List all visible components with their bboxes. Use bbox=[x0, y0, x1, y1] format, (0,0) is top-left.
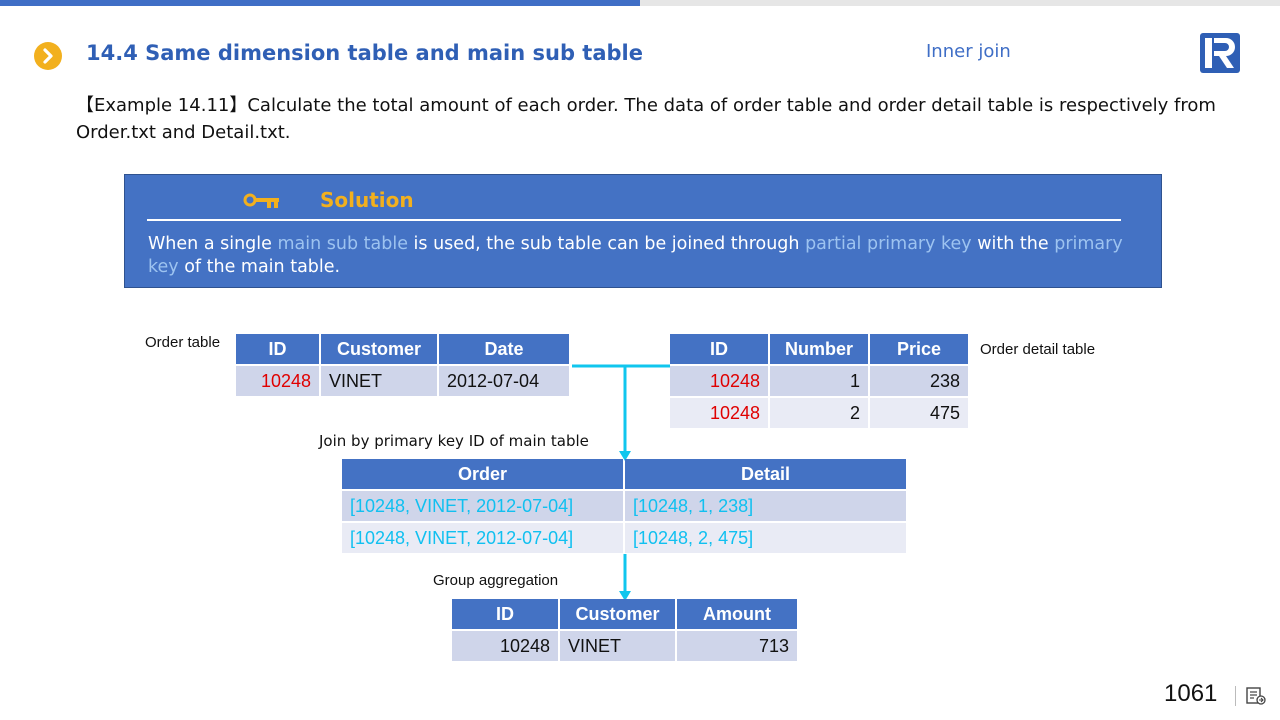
cell-amount: 713 bbox=[677, 631, 797, 661]
result-table-label: Group aggregation bbox=[433, 572, 559, 589]
cell-id: 10248 bbox=[670, 366, 768, 396]
cell-detail: [10248, 2, 475] bbox=[625, 523, 906, 553]
solution-divider bbox=[147, 219, 1121, 221]
cell-price: 475 bbox=[870, 398, 968, 428]
key-icon bbox=[243, 193, 279, 208]
example-description: 【Example 14.11】Calculate the total amoun… bbox=[76, 95, 1216, 143]
cell-detail: [10248, 1, 238] bbox=[625, 491, 906, 521]
cell-id: 10248 bbox=[670, 398, 768, 428]
solution-title: Solution bbox=[320, 188, 414, 212]
table-row: [10248, VINET, 2012-07-04] [10248, 2, 47… bbox=[342, 523, 906, 553]
header-customer: Customer bbox=[560, 599, 675, 629]
page-number: 1061 bbox=[1164, 680, 1218, 707]
header-order: Order bbox=[342, 459, 623, 489]
detail-table: ID Number Price 10248 1 238 10248 2 475 bbox=[668, 332, 970, 430]
header-id: ID bbox=[452, 599, 558, 629]
table-row: 10248 VINET 713 bbox=[452, 631, 797, 661]
order-table-label: Order table bbox=[145, 334, 221, 351]
cell-order: [10248, VINET, 2012-07-04] bbox=[342, 491, 623, 521]
header-date: Date bbox=[439, 334, 569, 364]
cell-price: 238 bbox=[870, 366, 968, 396]
header-id: ID bbox=[670, 334, 768, 364]
table-row: [10248, VINET, 2012-07-04] [10248, 1, 23… bbox=[342, 491, 906, 521]
table-row: 10248 VINET 2012-07-04 bbox=[236, 366, 569, 396]
cell-id: 10248 bbox=[236, 366, 319, 396]
header-number: Number bbox=[770, 334, 868, 364]
cell-date: 2012-07-04 bbox=[439, 366, 569, 396]
table-row: 10248 2 475 bbox=[670, 398, 968, 428]
top-progress-track bbox=[640, 0, 1280, 6]
cell-customer: VINET bbox=[321, 366, 437, 396]
footer-divider bbox=[1235, 686, 1236, 706]
header-id: ID bbox=[236, 334, 319, 364]
header-detail: Detail bbox=[625, 459, 906, 489]
join-table: Order Detail [10248, VINET, 2012-07-04] … bbox=[340, 457, 908, 555]
cell-number: 1 bbox=[770, 366, 868, 396]
header-amount: Amount bbox=[677, 599, 797, 629]
cell-order: [10248, VINET, 2012-07-04] bbox=[342, 523, 623, 553]
table-row: 10248 1 238 bbox=[670, 366, 968, 396]
solution-text: When a single main sub table is used, th… bbox=[148, 234, 1123, 277]
section-subtitle: Inner join bbox=[926, 41, 1011, 62]
result-table: ID Customer Amount 10248 VINET 713 bbox=[450, 597, 799, 663]
join-table-label: Join by primary key ID of main table bbox=[319, 432, 589, 450]
notes-icon[interactable] bbox=[1245, 686, 1267, 706]
solution-box: Solution When a single main sub table is… bbox=[124, 174, 1162, 288]
header-customer: Customer bbox=[321, 334, 437, 364]
logo-icon bbox=[1199, 32, 1241, 74]
order-table: ID Customer Date 10248 VINET 2012-07-04 bbox=[234, 332, 571, 398]
chevron-right-icon bbox=[34, 42, 62, 70]
cell-number: 2 bbox=[770, 398, 868, 428]
cell-id: 10248 bbox=[452, 631, 558, 661]
top-progress-bar bbox=[0, 0, 640, 6]
cell-customer: VINET bbox=[560, 631, 675, 661]
detail-table-label: Order detail table bbox=[980, 341, 1096, 358]
page-title: 14.4 Same dimension table and main sub t… bbox=[86, 41, 643, 65]
header-price: Price bbox=[870, 334, 968, 364]
